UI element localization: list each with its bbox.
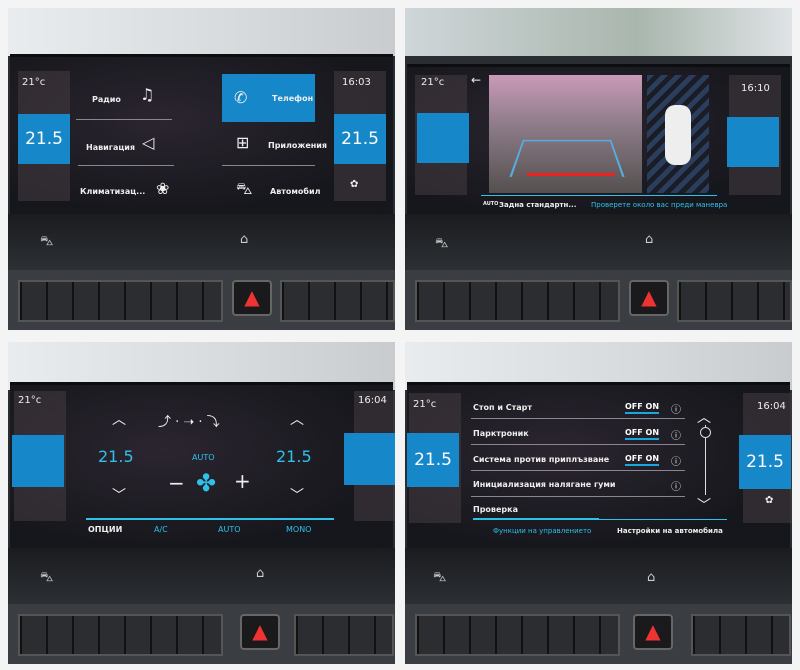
- home-button-icon[interactable]: ⌂: [256, 566, 265, 581]
- setting-stop-start: Стоп и Старт: [473, 403, 532, 412]
- setting-anti-slip: Система против приплъзване: [473, 455, 610, 464]
- left-temp-button[interactable]: [12, 435, 64, 487]
- right-temp-button[interactable]: [344, 433, 395, 485]
- toggle-off: OFF: [625, 428, 643, 437]
- right-temp-button[interactable]: 21.5: [334, 114, 386, 164]
- fan-plus-icon[interactable]: +: [234, 469, 251, 493]
- info-icon[interactable]: ⓘ: [671, 457, 681, 468]
- left-temp-button[interactable]: [417, 113, 469, 163]
- menu-phone-label: Телефон: [272, 94, 314, 103]
- home-button-icon[interactable]: ⌂: [645, 232, 654, 247]
- car-button-icon[interactable]: ⛍: [435, 236, 449, 251]
- car-icon: ⛍: [236, 179, 253, 198]
- home-button-icon[interactable]: ⌂: [647, 570, 656, 585]
- toggle-on: ON: [645, 402, 660, 411]
- outside-temperature: 21°c: [22, 77, 46, 88]
- tab-mono[interactable]: MONO: [286, 525, 312, 534]
- fan-icon[interactable]: ✿: [350, 179, 359, 190]
- back-arrow-icon[interactable]: ←: [471, 73, 482, 87]
- top-view: [647, 75, 709, 193]
- menu-apps[interactable]: Приложения: [268, 141, 328, 150]
- auto-view-icon[interactable]: AUTO: [483, 201, 499, 207]
- tab-vehicle-settings[interactable]: Настройки на автомобила: [617, 527, 723, 535]
- scrollbar[interactable]: [705, 425, 706, 495]
- info-icon[interactable]: ⓘ: [671, 482, 681, 493]
- music-note-icon: ♫: [140, 85, 155, 104]
- photo-reverse-camera: 21°c 16:10 ← AUTO Задна стандартн... Про…: [405, 8, 792, 330]
- setting-parktronic: Парктроник: [473, 429, 529, 438]
- info-icon[interactable]: ⓘ: [671, 405, 681, 416]
- navigation-icon: ◁: [142, 133, 155, 152]
- menu-radio[interactable]: Радио: [92, 95, 121, 104]
- tab-control-functions[interactable]: Функции на управлението: [493, 527, 592, 535]
- car-button-icon[interactable]: ⛍: [40, 234, 54, 249]
- tab-options[interactable]: ОПЦИИ: [88, 525, 123, 534]
- info-icon[interactable]: ⓘ: [671, 431, 681, 442]
- left-temp: 21.5: [98, 447, 134, 466]
- tab-ac[interactable]: A/C: [154, 525, 168, 534]
- menu-vehicle[interactable]: Автомобил: [270, 187, 321, 196]
- toggle-on: ON: [645, 454, 660, 463]
- toggle-off: OFF: [625, 454, 643, 463]
- scroll-up-icon[interactable]: ︿: [697, 410, 711, 426]
- left-temp-up-icon[interactable]: ︿: [112, 412, 126, 428]
- menu-navigation[interactable]: Навигация: [86, 143, 136, 152]
- photo-home-menu: 21°c 21.5 16:03 21.5 ✿ Радио ♫ Навигация…: [8, 8, 395, 330]
- warning-text: Проверете около вас преди маневра: [591, 201, 728, 209]
- air-distribution-icons[interactable]: ⤴ · ➝ · ⤵: [158, 415, 220, 430]
- right-temp-down-icon[interactable]: ﹀: [290, 488, 304, 504]
- home-button-icon[interactable]: ⌂: [240, 232, 249, 247]
- hazard-button[interactable]: ▲: [629, 280, 669, 316]
- fan-icon[interactable]: ✿: [765, 495, 774, 506]
- rear-camera-view: [489, 75, 642, 193]
- setting-tyre-pressure[interactable]: Инициализация налягане гуми: [473, 480, 616, 489]
- setting-check[interactable]: Проверка: [473, 505, 518, 514]
- scroll-thumb[interactable]: [700, 427, 711, 438]
- left-temp-button[interactable]: 21.5: [18, 114, 70, 164]
- hazard-button[interactable]: ▲: [232, 280, 272, 316]
- menu-climate[interactable]: Климатизац...: [80, 187, 146, 196]
- home-screen: 21°c 21.5 16:03 21.5 ✿ Радио ♫ Навигация…: [10, 54, 393, 214]
- toggle-on: ON: [645, 428, 660, 437]
- left-temp-button[interactable]: 21.5: [407, 433, 459, 487]
- apps-grid-icon: ⊞: [236, 133, 250, 152]
- hazard-button[interactable]: ▲: [240, 614, 280, 650]
- hazard-button[interactable]: ▲: [633, 614, 673, 650]
- phone-icon: ✆: [234, 88, 248, 107]
- scroll-down-icon[interactable]: ﹀: [697, 498, 711, 514]
- outside-temperature: 21°c: [421, 77, 445, 88]
- toggle-off: OFF: [625, 402, 643, 411]
- tab-auto[interactable]: AUTO: [218, 525, 241, 534]
- photo-vehicle-settings: 21°c 21.5 16:04 21.5 ✿ Стоп и Старт OFF …: [405, 342, 792, 664]
- anti-slip-toggle[interactable]: OFF ON: [625, 454, 660, 466]
- right-temp-button[interactable]: 21.5: [739, 435, 791, 489]
- car-button-icon[interactable]: ⛍: [40, 570, 54, 585]
- climate-icon: ❀: [156, 179, 170, 198]
- fan-minus-icon[interactable]: −: [168, 471, 185, 495]
- right-temp-button[interactable]: [727, 117, 779, 167]
- right-temp-up-icon[interactable]: ︿: [290, 412, 304, 428]
- left-temp-down-icon[interactable]: ﹀: [112, 488, 126, 504]
- fan-icon: ✤: [196, 469, 217, 497]
- photo-climate: 21°c 16:04 ︿ 21.5 ﹀ ⤴ · ➝ · ⤵ AUTO − ✤ +…: [8, 342, 395, 664]
- stop-start-toggle[interactable]: OFF ON: [625, 402, 660, 414]
- camera-mode[interactable]: Задна стандартн...: [499, 201, 577, 209]
- parktronic-toggle[interactable]: OFF ON: [625, 428, 660, 440]
- clock: 16:04: [757, 401, 786, 412]
- clock: 16:03: [342, 77, 371, 88]
- right-temp: 21.5: [276, 447, 312, 466]
- outside-temperature: 21°c: [413, 399, 437, 410]
- auto-label: AUTO: [192, 453, 215, 462]
- outside-temperature: 21°c: [18, 395, 42, 406]
- car-button-icon[interactable]: ⛍: [433, 570, 447, 585]
- clock: 16:10: [741, 83, 770, 94]
- clock: 16:04: [358, 395, 387, 406]
- menu-phone[interactable]: ✆ Телефон: [222, 74, 315, 122]
